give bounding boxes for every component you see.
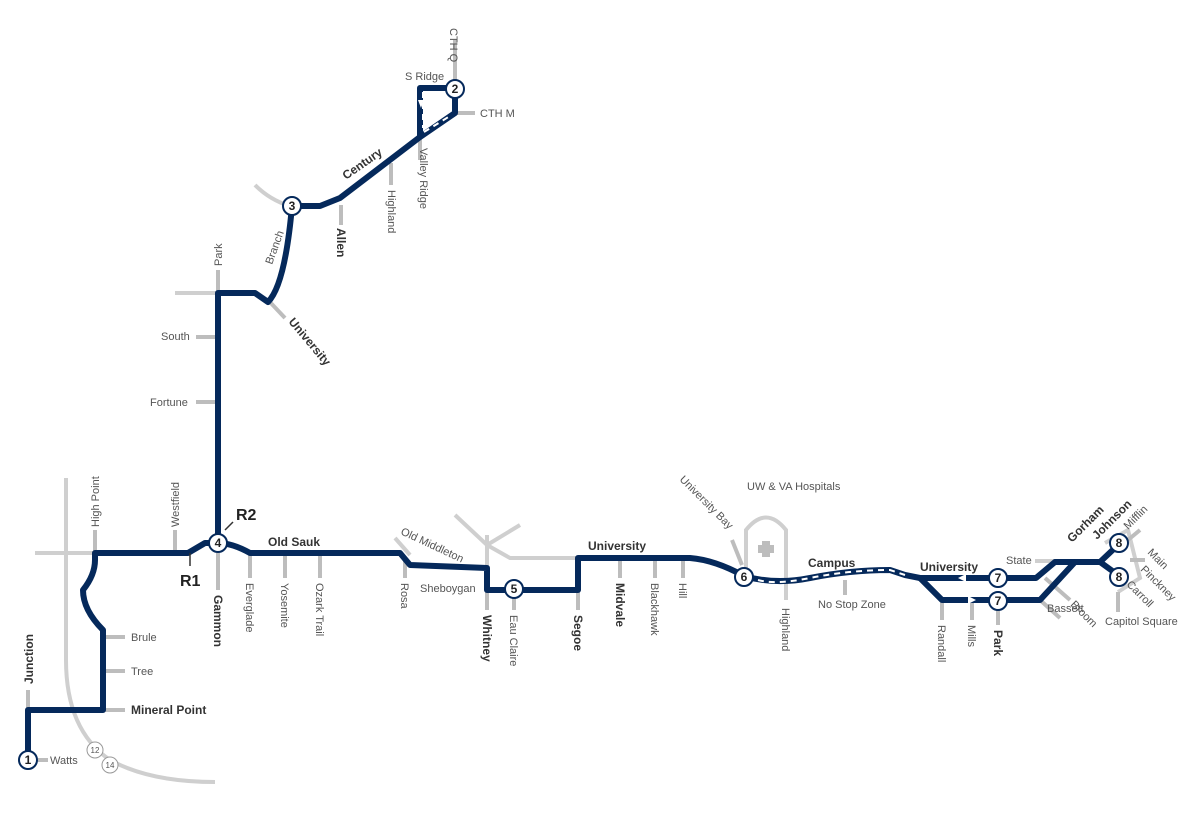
no-stop-zone-dash [757,568,906,584]
stop-6-label: 6 [741,570,748,584]
label-highland-s: Highland [779,608,791,651]
stop-4-label: 4 [215,536,222,550]
route-lines [25,85,1121,761]
label-campus: Campus [808,556,856,570]
stop-7b[interactable]: 7 [988,591,1008,611]
street-bassett-line [1038,598,1062,620]
us14-shield-icon: 14 [101,756,119,774]
label-mineral-point: Mineral Point [131,703,206,717]
label-midvale: Midvale [613,583,627,627]
street-broom-line [1043,576,1072,602]
stop-8a[interactable]: 8 [1109,533,1129,553]
label-watts: Watts [50,755,78,767]
label-state: State [1006,555,1032,567]
route-r2-label: R2 [236,507,257,524]
background-roads [35,183,1143,784]
label-everglade: Everglade [243,583,255,633]
label-allen: Allen [334,228,348,257]
label-no-stop-zone: No Stop Zone [818,599,886,611]
street-mifflin-line [1126,528,1142,542]
label-s-ridge: S Ridge [405,71,444,83]
us12-shield-icon: 12 [86,741,104,759]
label-blackhawk: Blackhawk [648,583,660,636]
r2-leader [224,521,234,531]
label-yosemite: Yosemite [278,583,290,628]
label-brule: Brule [131,632,157,644]
label-gammon: Gammon [211,595,225,647]
label-segoe: Segoe [571,615,585,651]
stop-3-label: 3 [289,199,296,213]
label-hill: Hill [676,583,688,598]
us12-shield-label: 12 [91,746,100,755]
ridge-dash [423,115,451,133]
hospital-icon [758,541,774,557]
label-ozark-trail: Ozark Trail [313,583,325,636]
road-old-middleton [393,536,412,557]
stop-4[interactable]: 4 [208,533,228,553]
label-eau-claire: Eau Claire [507,615,519,666]
road-university-mid-a [453,513,578,560]
label-sheboygan: Sheboygan [420,583,476,595]
label-park-s: Park [991,630,1005,656]
label-south: South [161,331,190,343]
road-university-mid-c [485,523,522,547]
highway-12-14 [64,478,216,784]
stop-5[interactable]: 5 [504,579,524,599]
arrow-west-icon [958,574,966,582]
street-university-bay-line [730,539,744,566]
label-university-mid: University [588,539,646,553]
label-whitney: Whitney [480,615,494,662]
route-main-line [25,540,1103,761]
stop-6[interactable]: 6 [734,567,754,587]
label-hospitals: UW & VA Hospitals [747,481,841,493]
stop-1-label: 1 [25,753,32,767]
label-cth-q: CTH Q [447,28,459,63]
label-westfield: Westfield [170,482,182,527]
label-junction: Junction [22,634,36,684]
label-university-bay: University Bay [677,474,736,533]
label-university-w: University [286,315,334,369]
label-capitol-square: Capitol Square [1105,616,1178,628]
label-tree: Tree [131,666,153,678]
stop-8a-label: 8 [1116,536,1123,550]
stop-5-label: 5 [511,582,518,596]
label-century: Century [340,145,385,183]
stop-2[interactable]: 2 [445,79,465,99]
stop-1[interactable]: 1 [18,750,38,770]
route-r1-label: R1 [180,573,201,590]
stop-2-label: 2 [452,82,459,96]
label-cth-m: CTH M [480,108,515,120]
label-university-e: University [920,560,978,574]
label-bassett: Bassett [1047,603,1084,615]
stop-8b-label: 8 [1116,570,1123,584]
label-valley-ridge: Valley Ridge [417,148,429,209]
label-highland-n: Highland [385,190,397,233]
stop-7a[interactable]: 7 [988,568,1008,588]
us14-shield-label: 14 [106,761,115,770]
label-mills: Mills [965,625,977,647]
label-high-point: High Point [90,476,102,527]
stop-8b[interactable]: 8 [1109,567,1129,587]
side-streets [26,40,1145,762]
label-randall: Randall [935,625,947,662]
stop-7b-label: 7 [995,594,1002,608]
label-rosa: Rosa [398,583,410,610]
stop-3[interactable]: 3 [282,196,302,216]
arrow-south-icon [418,100,424,108]
label-old-sauk: Old Sauk [268,535,320,549]
stop-7a-label: 7 [995,571,1002,585]
route-north-branch [215,85,458,546]
hospital-loop [744,515,788,600]
label-fortune: Fortune [150,397,188,409]
arrow-east-icon [968,596,976,604]
label-park-n: Park [213,243,225,266]
